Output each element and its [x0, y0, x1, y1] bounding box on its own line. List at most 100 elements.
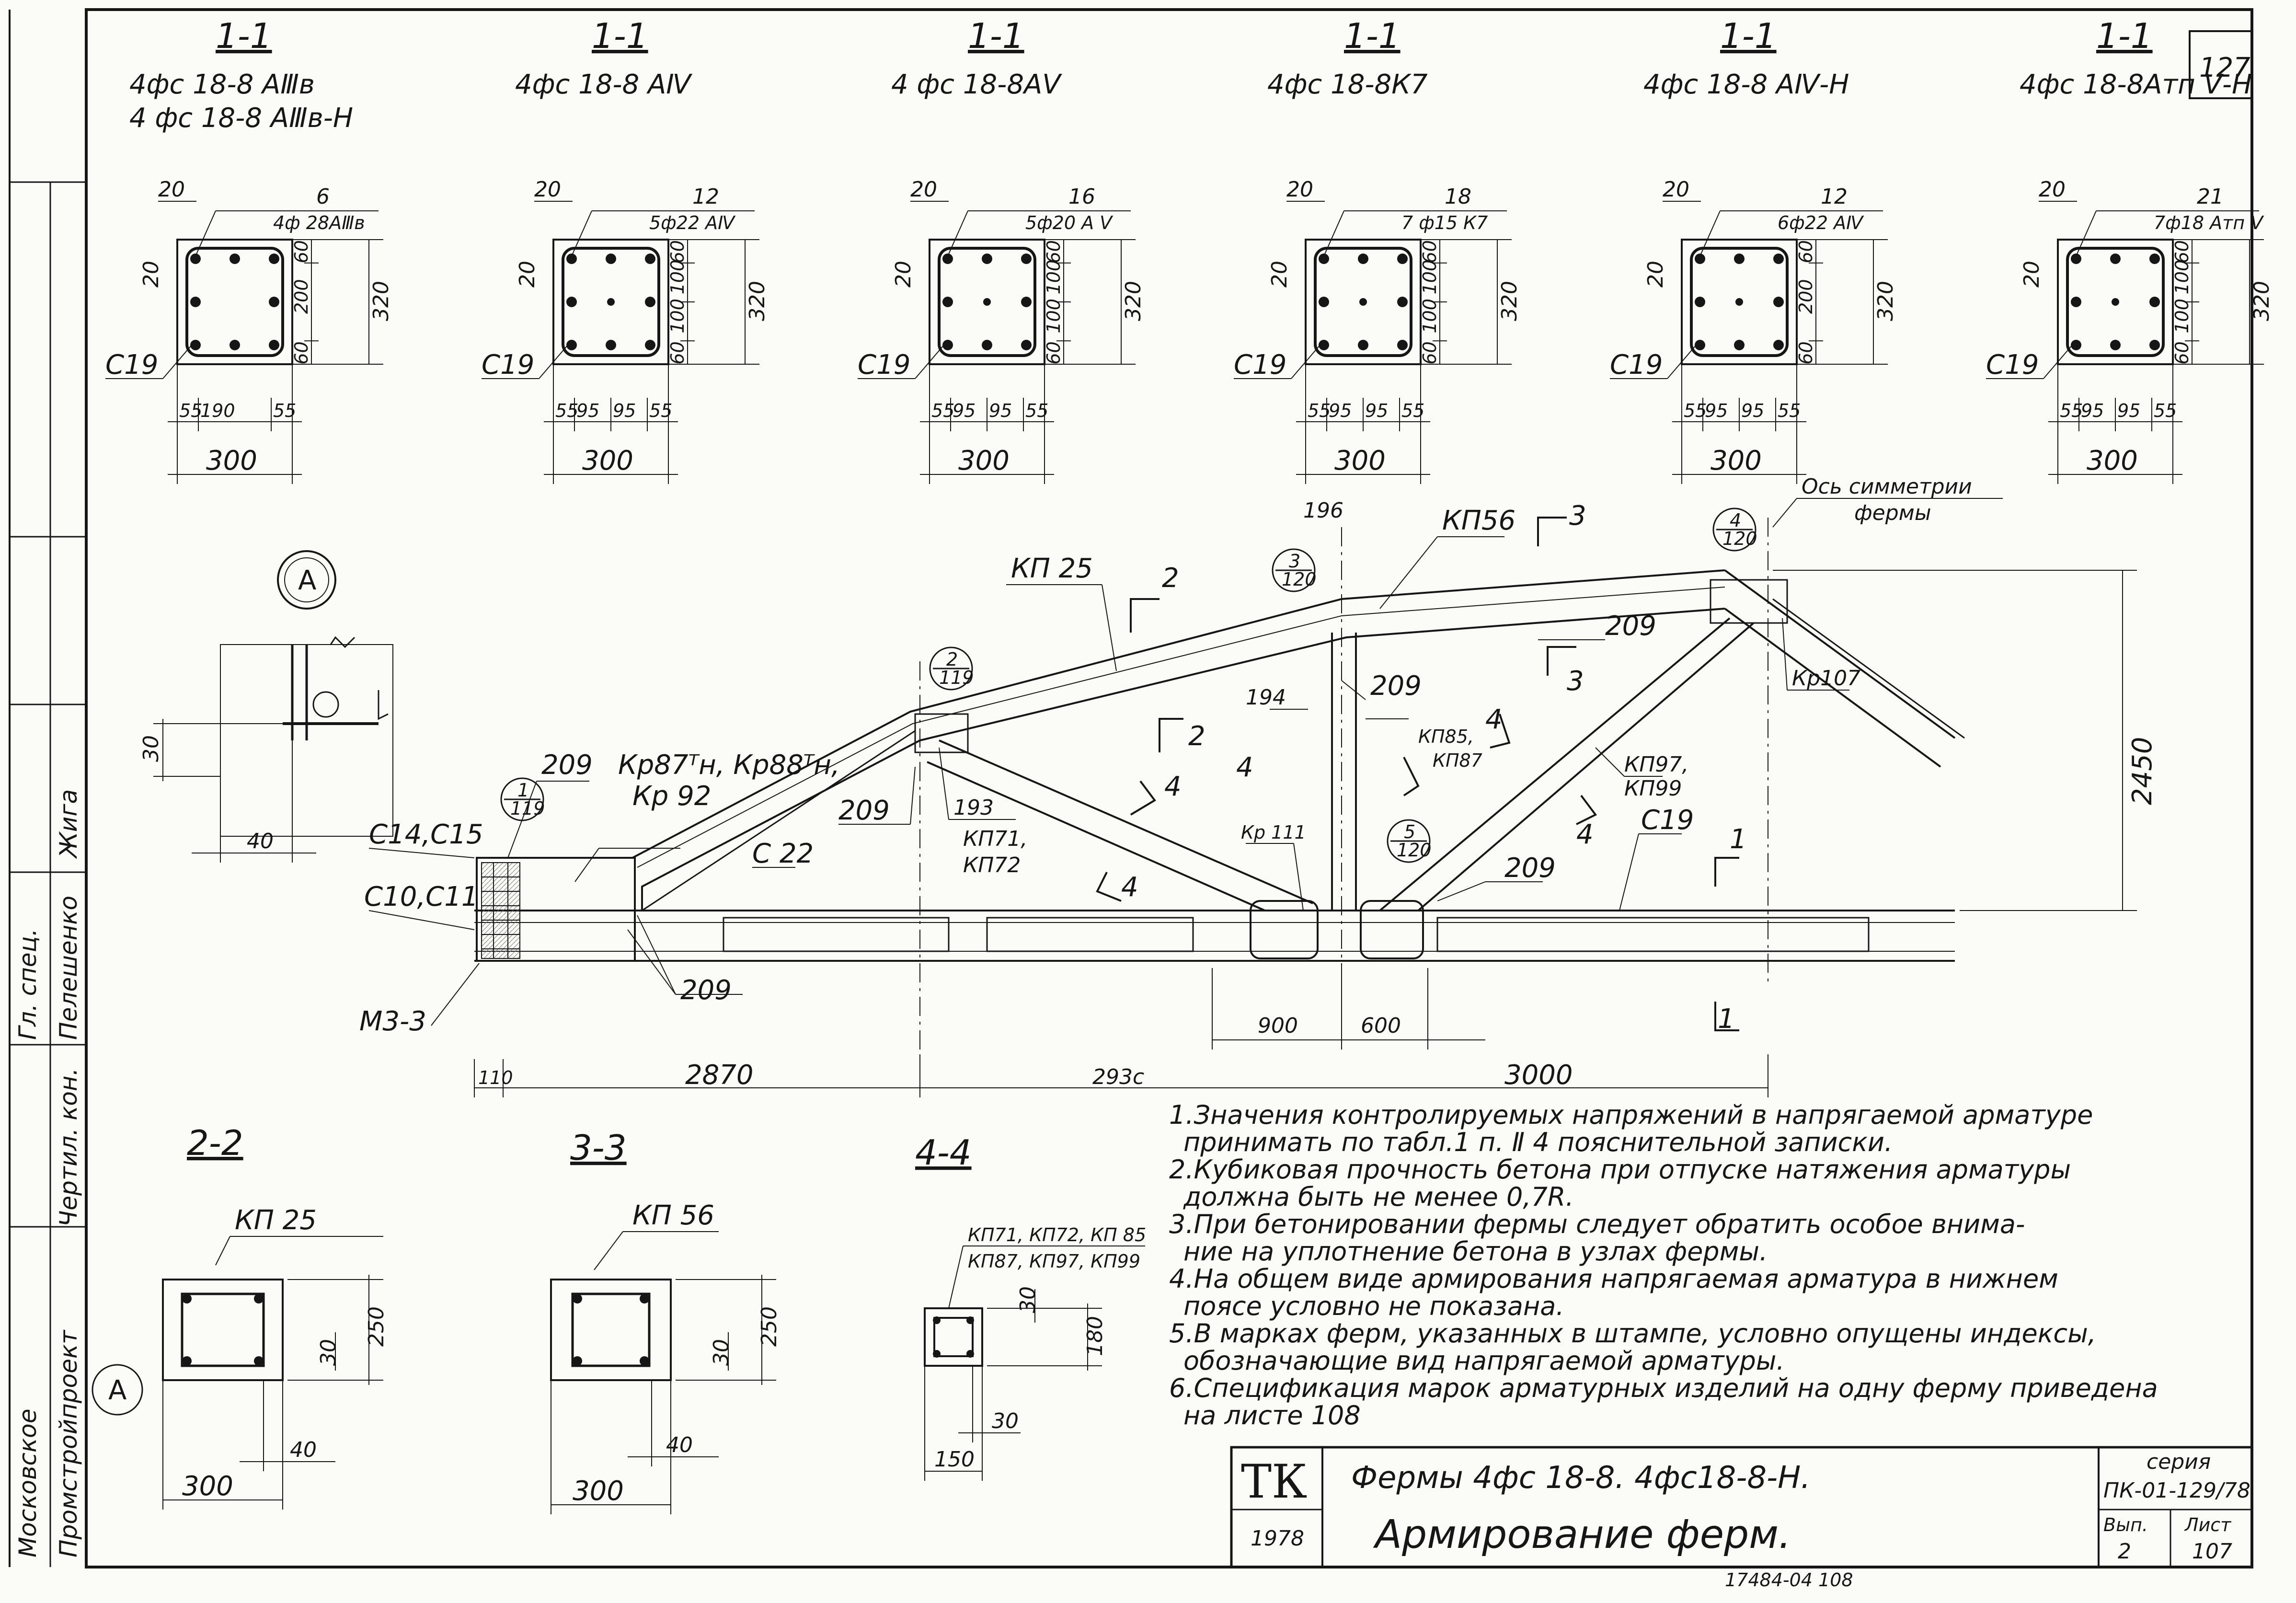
detail-a: А 30 40 — [139, 550, 393, 863]
dim-sub: 95 — [989, 400, 1012, 421]
dim-layer: 60 — [2171, 341, 2193, 364]
dim-layer: 100 — [1419, 299, 1440, 334]
section-2-2-h: 250 — [364, 1306, 389, 1347]
callout-kp92: Кр 92 — [632, 781, 711, 812]
callout-c22: С 22 — [752, 838, 814, 869]
dim-layer: 60 — [291, 341, 312, 364]
dim-layer: 60 — [291, 240, 312, 263]
detail-a-dim-w: 40 — [247, 829, 274, 853]
tb-tk: ТК — [1241, 1455, 1307, 1509]
rebar — [606, 254, 616, 264]
dim-sub: 95 — [2081, 400, 2104, 421]
side-stamp: Промстройпроект Московское Чертил. кон. … — [14, 789, 82, 1557]
dim-width: 300 — [958, 445, 1010, 476]
rebar — [645, 340, 655, 350]
rebar — [1734, 340, 1745, 350]
dim-bar-count: 12 — [692, 185, 719, 209]
dim-top-cover: 20 — [1663, 177, 1689, 202]
truss-dim-900: 900 — [1258, 1014, 1298, 1038]
bar-spec: 6ф22 АⅣ — [1778, 212, 1864, 233]
node-4-bot: 120 — [1722, 528, 1757, 549]
dim-height: 320 — [1497, 281, 1522, 321]
dim-layer: 200 — [1795, 279, 1816, 314]
truss-dim-2930: 293с — [1092, 1065, 1144, 1089]
dim-layer: 100 — [667, 299, 688, 334]
strand — [1359, 298, 1367, 306]
dim-bar-count: 12 — [1821, 185, 1848, 209]
stirrup — [938, 247, 1036, 357]
rebar — [2071, 340, 2081, 350]
section-outline — [1305, 239, 1422, 365]
dim-sub: 95 — [1365, 400, 1388, 421]
small-sections: 2-2 КП 25 250 30 40 300 А 3-3 КП 56 250 — [92, 1123, 1146, 1514]
sheet-number: 127 — [2199, 52, 2250, 83]
note-line: 2.Кубиковая прочность бетона при отпуске… — [1169, 1154, 2071, 1185]
note-line: должна быть не менее 0,7R. — [1183, 1182, 1574, 1212]
strand — [2112, 298, 2119, 306]
callout-209f: 209 — [1605, 611, 1656, 642]
truss-dim-110: 110 — [478, 1067, 513, 1088]
dim-sub: 55 — [1684, 400, 1707, 421]
stirrup-mark: C19 — [1234, 349, 1286, 381]
dim-left-cover: 20 — [2020, 261, 2044, 288]
callout-209d: 209 — [1370, 670, 1422, 702]
cut-3b: 3 — [1567, 666, 1584, 697]
rebar — [2071, 254, 2081, 264]
callout-209b: 209 — [680, 975, 732, 1006]
cut-4e: 4 — [1485, 704, 1503, 735]
section-3-3-side: 40 — [666, 1433, 693, 1457]
dim-sub: 95 — [2117, 400, 2140, 421]
dim-layer: 60 — [667, 341, 688, 364]
tb-bottom: 17484-04 108 — [1725, 1569, 1853, 1591]
callout-kp85: КП85, — [1418, 726, 1474, 747]
rebar — [2149, 254, 2160, 264]
cut-2b: 2 — [1188, 721, 1205, 752]
callout-kp97: КП97, — [1624, 752, 1688, 777]
note-line: ние на уплотнение бетона в узлах фермы. — [1183, 1236, 1768, 1267]
rebar — [942, 254, 953, 264]
rebar — [1319, 340, 1329, 350]
rebar — [269, 297, 279, 307]
dim-bar-count: 16 — [1068, 185, 1095, 209]
dim-layer: 60 — [1419, 240, 1440, 263]
note-line: обозначающие вид напрягаемой арматуры. — [1183, 1346, 1785, 1376]
note-line: 4.На общем виде армирования напрягаемая … — [1169, 1264, 2058, 1294]
dim-sub: 55 — [1308, 400, 1331, 421]
node-1-bot: 119 — [510, 798, 545, 819]
rebar — [269, 340, 279, 350]
rebar — [982, 340, 992, 350]
cut-2a: 2 — [1162, 563, 1179, 594]
sheet-frame — [9, 8, 2253, 1568]
note-line: 1.Значения контролируемых напряжений в н… — [1169, 1100, 2093, 1130]
rebar — [1397, 340, 1408, 350]
dim-top-cover: 20 — [158, 177, 185, 202]
dim-height: 320 — [1121, 281, 1146, 321]
callout-kp71: КП71, — [963, 827, 1027, 851]
dim-sub: 95 — [613, 400, 636, 421]
side-role2: Гл. спец. — [14, 929, 42, 1040]
side-org: Промстройпроект — [55, 1329, 82, 1557]
dim-left-cover: 20 — [1643, 261, 1668, 288]
rebar — [2110, 340, 2121, 350]
dim-sub: 55 — [273, 400, 296, 421]
cut-1b: 1 — [1718, 1003, 1735, 1035]
rebar — [566, 340, 577, 350]
tb-year: 1978 — [1251, 1526, 1304, 1551]
node-2-bot: 119 — [939, 667, 974, 688]
dim-layer: 100 — [1043, 260, 1064, 295]
dim-sub: 55 — [1401, 400, 1424, 421]
dim-layer: 100 — [2171, 260, 2193, 295]
callout-axis-2: фермы — [1854, 501, 1931, 525]
callout-193: 193 — [953, 796, 994, 820]
dim-width: 300 — [2087, 445, 2138, 476]
dim-bar-count: 18 — [1445, 185, 1471, 209]
callout-c19: С19 — [1641, 805, 1694, 836]
rebar — [1773, 254, 1784, 264]
dim-height: 320 — [745, 281, 769, 321]
section-4-4-h: 180 — [1083, 1316, 1107, 1356]
dim-left-cover: 20 — [1267, 261, 1292, 288]
